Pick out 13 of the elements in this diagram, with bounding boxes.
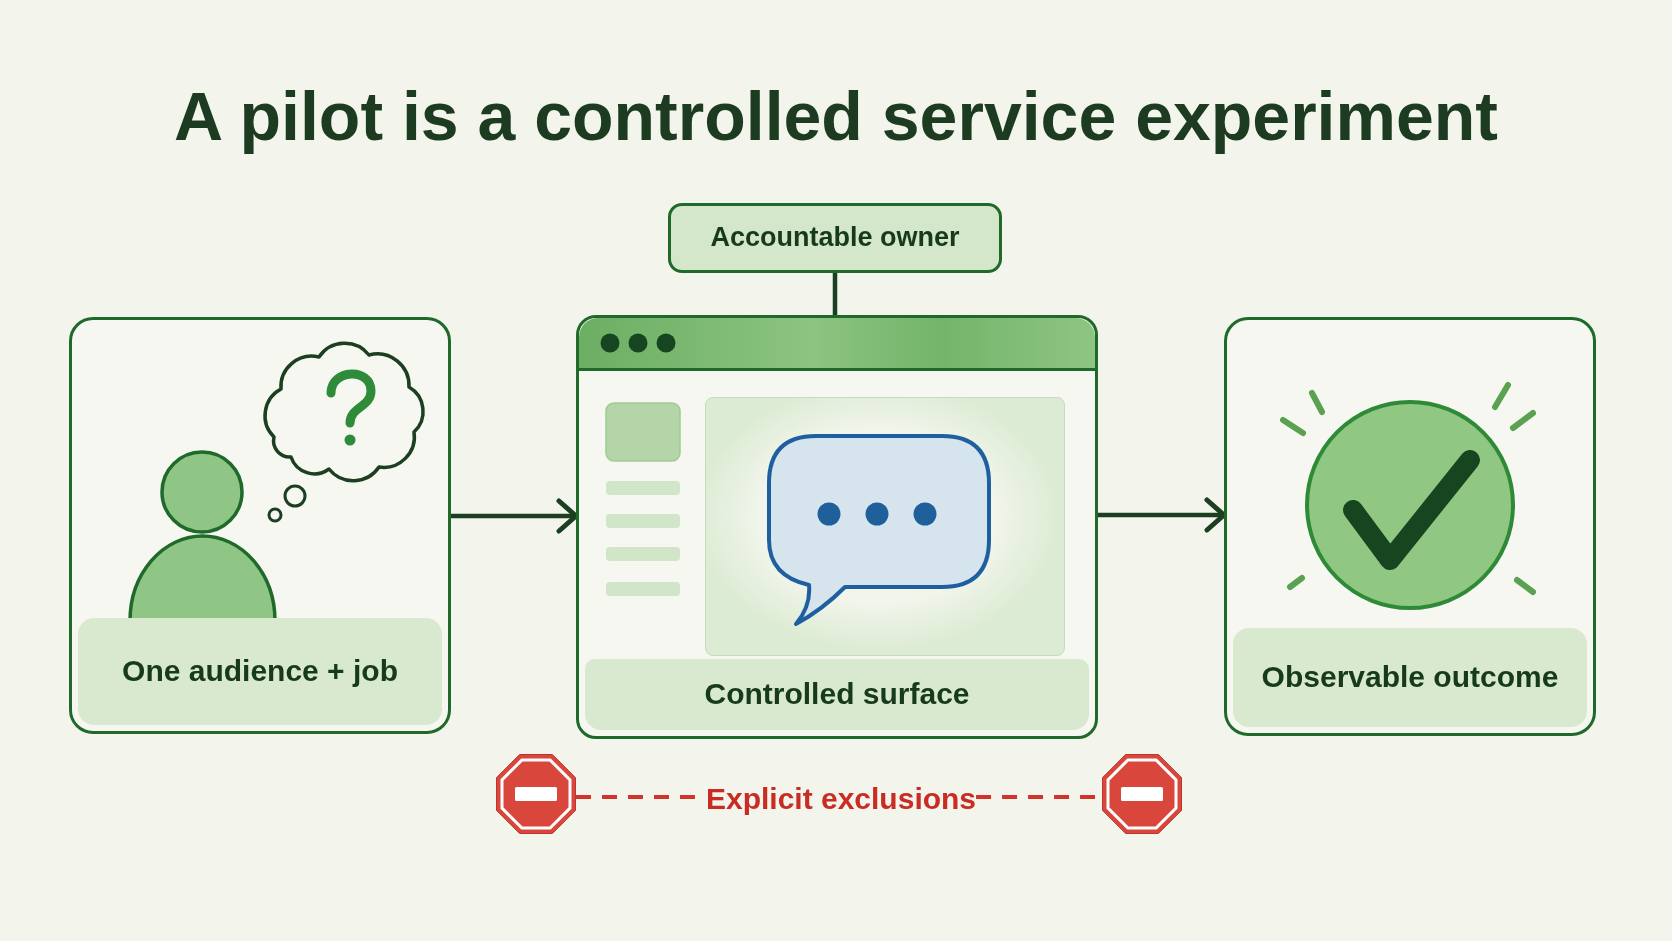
diagram-title: A pilot is a controlled service experiment: [174, 77, 1498, 156]
no-entry-sign-icon: [496, 754, 576, 834]
exclusion-label: Explicit exclusions: [705, 781, 977, 817]
card-label: One audience + job: [122, 654, 398, 689]
step-card: [69, 317, 451, 734]
card-label: Controlled surface: [704, 677, 970, 712]
step-card: [1224, 317, 1596, 736]
connector-line: [832, 273, 838, 315]
box-label: Accountable owner: [710, 222, 960, 254]
no-entry-sign-icon: [1102, 754, 1182, 834]
owner-box: [668, 203, 1002, 273]
card-label: Observable outcome: [1261, 660, 1559, 695]
browser-window: [576, 315, 1098, 739]
